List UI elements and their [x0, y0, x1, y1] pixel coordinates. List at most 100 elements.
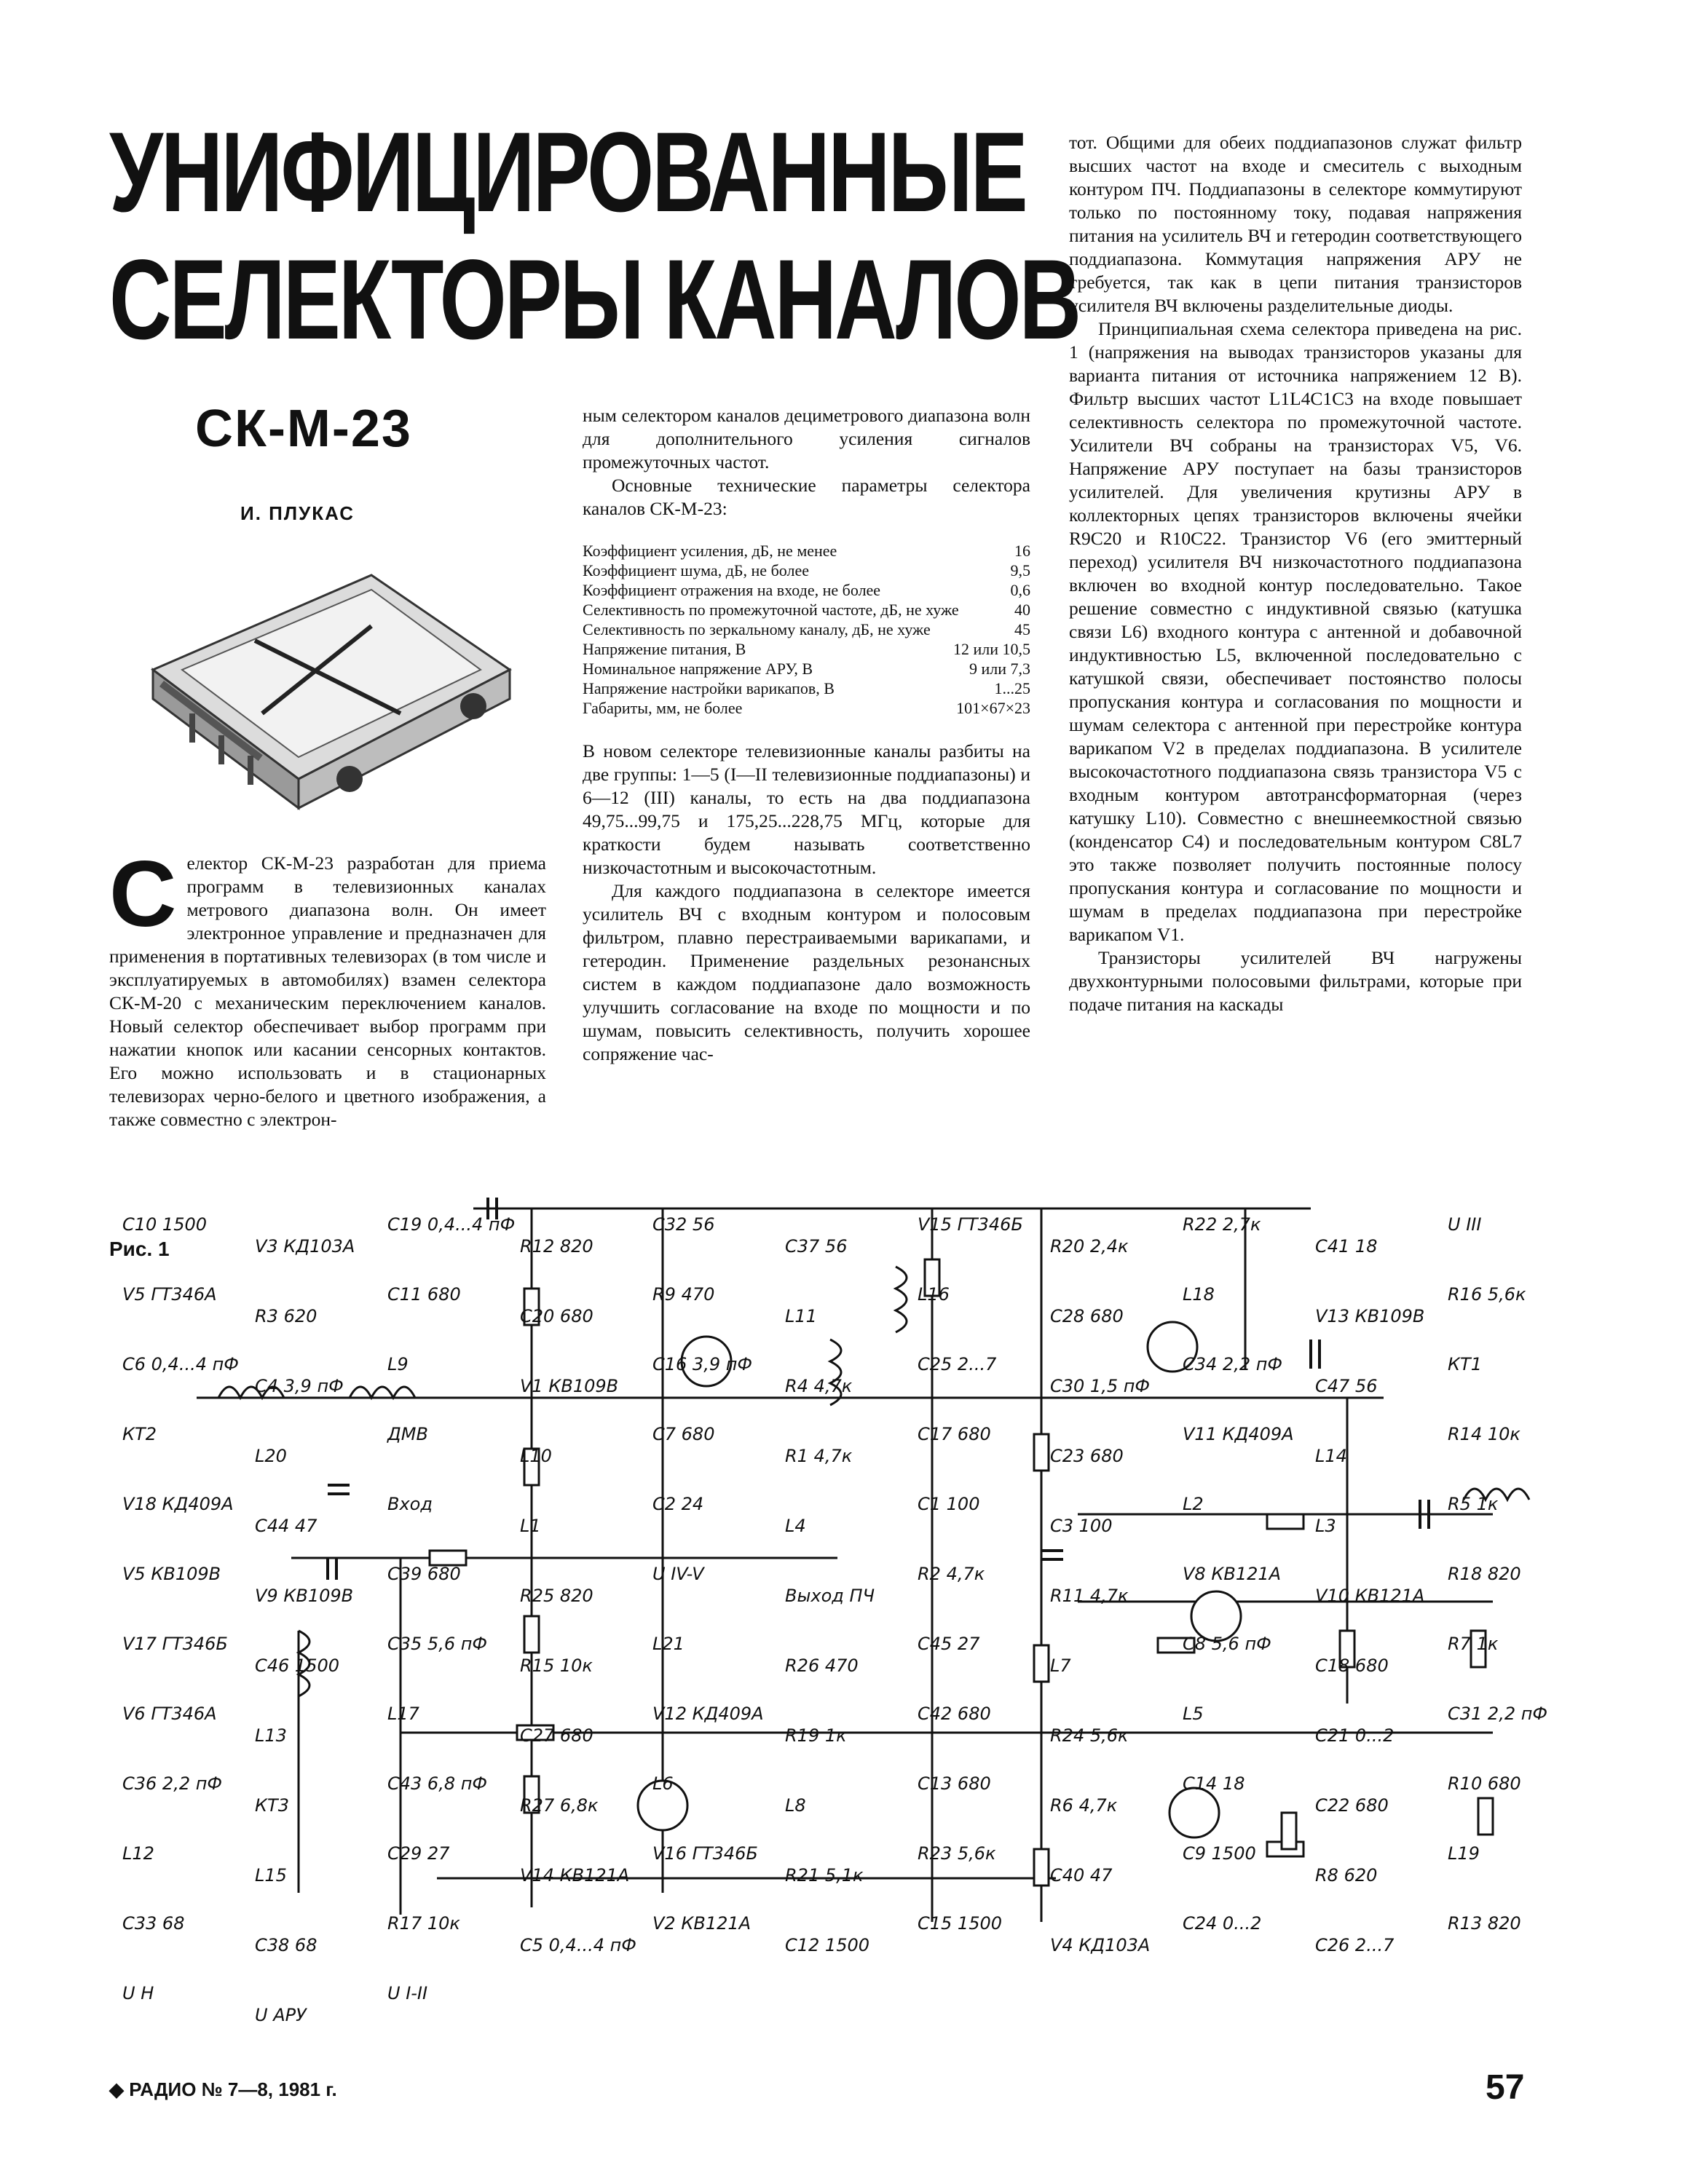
component-label: C36 2,2 пФ	[122, 1773, 222, 1794]
title-line-1: УНИФИЦИРОВАННЫЕ	[109, 109, 1028, 236]
article-title: УНИФИЦИРОВАННЫЕ СЕЛЕКТОРЫ КАНАЛОВ	[109, 109, 1081, 364]
component-label: C6 0,4...4 пФ	[122, 1354, 239, 1374]
component-label: КТ1	[1448, 1354, 1482, 1374]
component-label: R15 10к	[520, 1655, 593, 1676]
component-label: R16 5,6к	[1448, 1284, 1526, 1305]
component-label: C33 68	[122, 1913, 184, 1934]
paragraph: В новом селекторе телевизионные каналы р…	[583, 740, 1030, 878]
spec-row: Селективность по зеркальному каналу, дБ,…	[583, 620, 1030, 638]
component-label: L20	[255, 1446, 287, 1466]
component-label: C10 1500	[122, 1214, 207, 1235]
title-line-2: СЕЛЕКТОРЫ КАНАЛОВ	[109, 237, 1081, 363]
component-label: R24 5,6к	[1050, 1725, 1129, 1746]
component-label: C2 24	[652, 1494, 703, 1514]
component-label: R21 5,1к	[785, 1865, 864, 1886]
component-label: V17 ГТ346Б	[122, 1634, 228, 1654]
component-label: L18	[1183, 1284, 1215, 1305]
component-label: R6 4,7к	[1050, 1795, 1118, 1816]
component-label: V14 КВ121А	[520, 1865, 629, 1886]
component-label: R2 4,7к	[918, 1564, 985, 1584]
component-label: L21	[652, 1634, 685, 1654]
component-label: C9 1500	[1183, 1843, 1256, 1864]
component-label: V5 ГТ346А	[122, 1284, 217, 1305]
component-label: C20 680	[520, 1306, 593, 1326]
component-label: C7 680	[652, 1424, 714, 1444]
component-label: V6 ГТ346А	[122, 1704, 217, 1724]
component-label: C40 47	[1050, 1865, 1113, 1886]
component-label: R19 1к	[785, 1725, 847, 1746]
component-label: R14 10к	[1448, 1424, 1520, 1444]
component-label: V5 КВ109В	[122, 1564, 221, 1584]
component-label: L1	[520, 1516, 541, 1536]
component-label: U I-II	[387, 1983, 427, 2003]
paragraph: Основные технические параметры селектора…	[583, 475, 1030, 519]
component-label: C15 1500	[918, 1913, 1002, 1934]
component-label: C17 680	[918, 1424, 991, 1444]
resistor-symbols	[428, 1258, 1494, 1887]
component-label: V2 КВ121А	[652, 1913, 751, 1934]
component-label: R23 5,6к	[918, 1843, 996, 1864]
schematic-wiring	[197, 1207, 1493, 1922]
drop-cap: С	[109, 842, 177, 946]
component-label: C34 2,2 пФ	[1183, 1354, 1282, 1374]
component-label: V16 ГТ346Б	[652, 1843, 758, 1864]
component-label: L8	[785, 1795, 806, 1816]
journal-footer: ◆ РАДИО № 7—8, 1981 г.	[109, 2078, 337, 2100]
component-label: L4	[785, 1516, 806, 1536]
capacitor-symbols	[326, 1198, 1430, 1580]
component-label: L14	[1315, 1446, 1347, 1466]
paragraph: ным селектором каналов дециметрового диа…	[583, 405, 1030, 472]
author-name: И. ПЛУКАС	[240, 502, 355, 524]
component-label: R25 820	[520, 1586, 593, 1606]
component-label: C11 680	[387, 1284, 461, 1305]
component-label: C42 680	[918, 1704, 991, 1724]
component-label: C5 0,4...4 пФ	[520, 1935, 636, 1955]
component-label: U Н	[122, 1983, 154, 2003]
component-label: C43 6,8 пФ	[387, 1773, 487, 1794]
component-label: КТ2	[122, 1424, 157, 1444]
component-label: R7 1к	[1448, 1634, 1499, 1654]
component-label: C12 1500	[785, 1935, 869, 1955]
component-label: C21 0...2	[1315, 1725, 1394, 1746]
spec-row: Селективность по промежуточной частоте, …	[583, 601, 1030, 619]
component-label: L10	[520, 1446, 552, 1466]
component-label: R12 820	[520, 1236, 593, 1257]
text-column-2: ным селектором каналов дециметрового диа…	[583, 404, 1030, 1066]
component-label: L12	[122, 1843, 154, 1864]
component-label: C31 2,2 пФ	[1448, 1704, 1547, 1724]
component-label: R18 820	[1448, 1564, 1521, 1584]
component-label: C46 1500	[255, 1655, 339, 1676]
component-label: C39 680	[387, 1564, 461, 1584]
component-label: R22 2,7к	[1183, 1214, 1261, 1235]
component-label: C35 5,6 пФ	[387, 1634, 487, 1654]
transistor-symbols	[636, 1321, 1242, 1839]
component-label: L19	[1448, 1843, 1480, 1864]
component-label: C16 3,9 пФ	[652, 1354, 752, 1374]
component-label: L16	[918, 1284, 950, 1305]
component-label: R8 620	[1315, 1865, 1377, 1886]
component-label: R5 1к	[1448, 1494, 1499, 1514]
component-label: L13	[255, 1725, 287, 1746]
component-label: C30 1,5 пФ	[1050, 1376, 1150, 1396]
component-label: L7	[1050, 1655, 1071, 1676]
component-label: C24 0...2	[1183, 1913, 1261, 1934]
component-label: L6	[652, 1773, 674, 1794]
component-label: R17 10к	[387, 1913, 460, 1934]
paragraph: Для каждого поддиапазона в селекторе име…	[583, 880, 1030, 1064]
component-label: R1 4,7к	[785, 1446, 853, 1466]
component-label: V10 КВ121А	[1315, 1586, 1424, 1606]
component-label: C3 100	[1050, 1516, 1112, 1536]
component-label: C38 68	[255, 1935, 317, 1955]
component-label: C22 680	[1315, 1795, 1389, 1816]
component-label: C44 47	[255, 1516, 317, 1536]
component-label: U III	[1448, 1214, 1481, 1235]
component-label: C37 56	[785, 1236, 847, 1257]
